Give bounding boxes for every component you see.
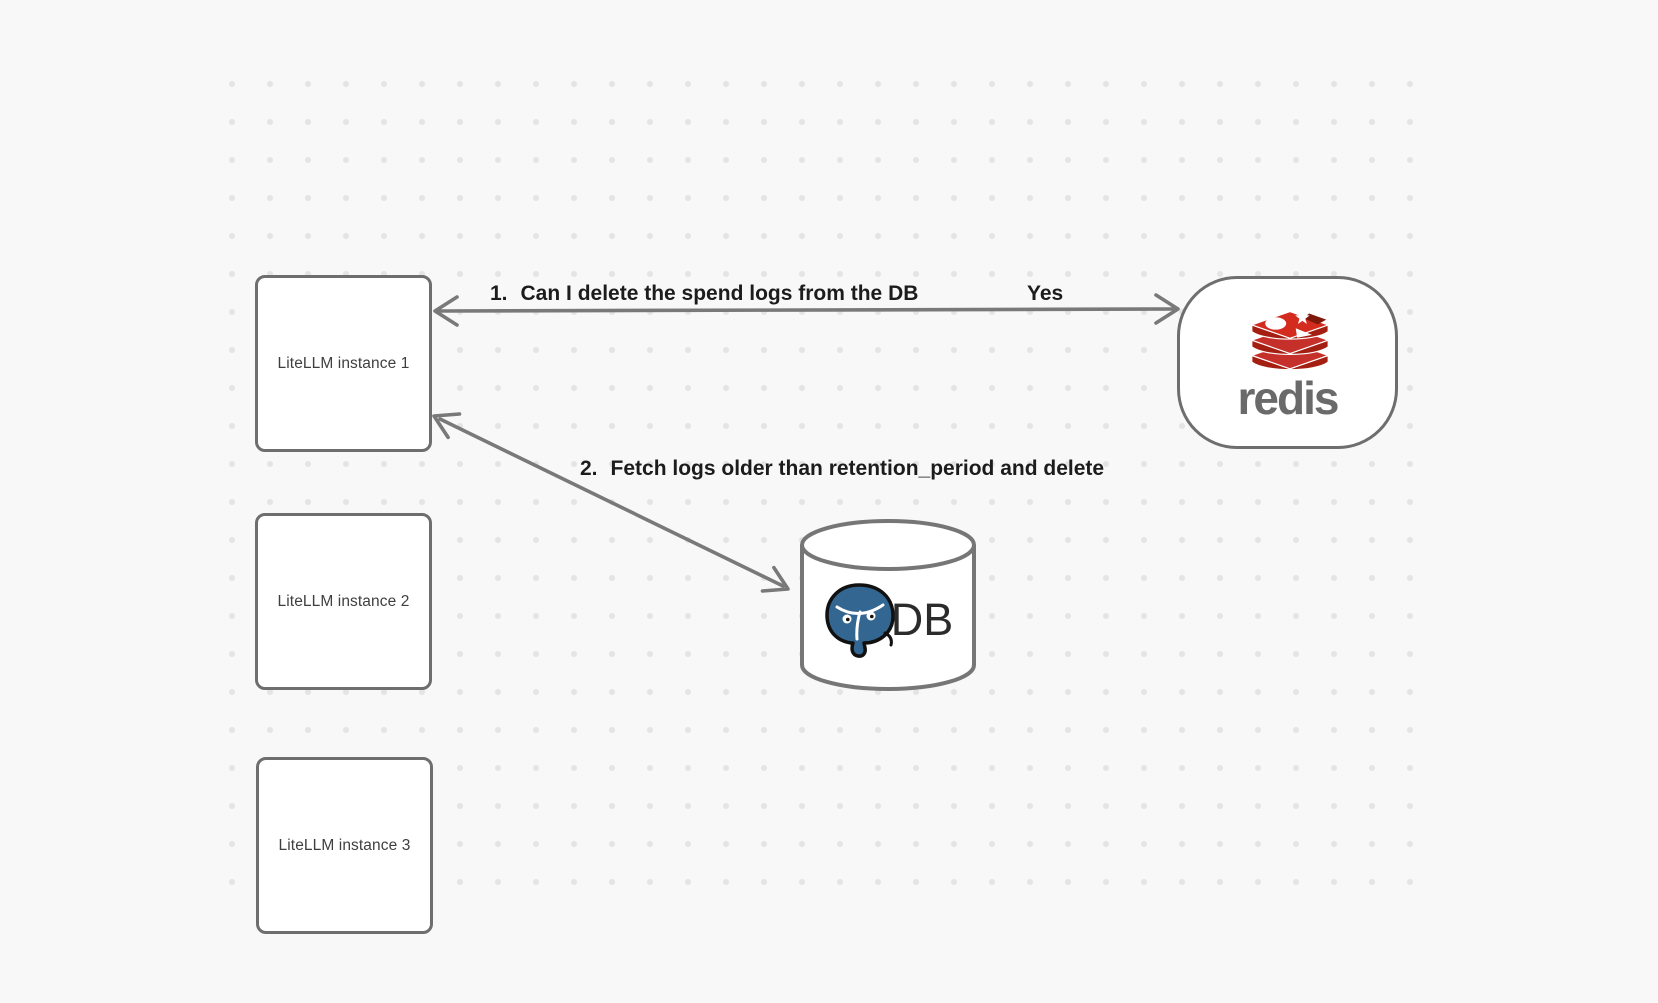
redis-wordmark: redis	[1237, 372, 1340, 424]
edge1-response-text: Yes	[1027, 282, 1064, 305]
node-litellm-instance-2[interactable]: LiteLLM instance 2	[255, 513, 432, 690]
edge2-number: 2.	[580, 457, 598, 480]
node-litellm-instance-1[interactable]: LiteLLM instance 1	[255, 275, 432, 452]
arrow-edge1[interactable]	[433, 293, 1180, 327]
edge2-text: Fetch logs older than retention_period a…	[610, 457, 1105, 480]
edge2-label[interactable]: 2. Fetch logs older than retention_perio…	[580, 457, 1104, 481]
edge1-response-label[interactable]: Yes	[1027, 282, 1063, 306]
edge1-number: 1.	[490, 282, 508, 305]
node-redis[interactable]: redis	[1177, 276, 1398, 449]
arrow-edge2[interactable]	[432, 412, 790, 593]
node-label: LiteLLM instance 3	[278, 836, 411, 854]
node-label: LiteLLM instance 1	[277, 354, 410, 372]
db-label: DB	[890, 594, 954, 645]
node-label: LiteLLM instance 2	[277, 592, 410, 610]
db-node-content: DB	[794, 575, 982, 665]
postgresql-icon	[824, 583, 895, 658]
edge1-label[interactable]: 1. Can I delete the spend logs from the …	[490, 282, 918, 306]
edge1-text: Can I delete the spend logs from the DB	[520, 282, 919, 305]
redis-logo-icon	[1250, 310, 1330, 371]
node-litellm-instance-3[interactable]: LiteLLM instance 3	[256, 757, 433, 934]
